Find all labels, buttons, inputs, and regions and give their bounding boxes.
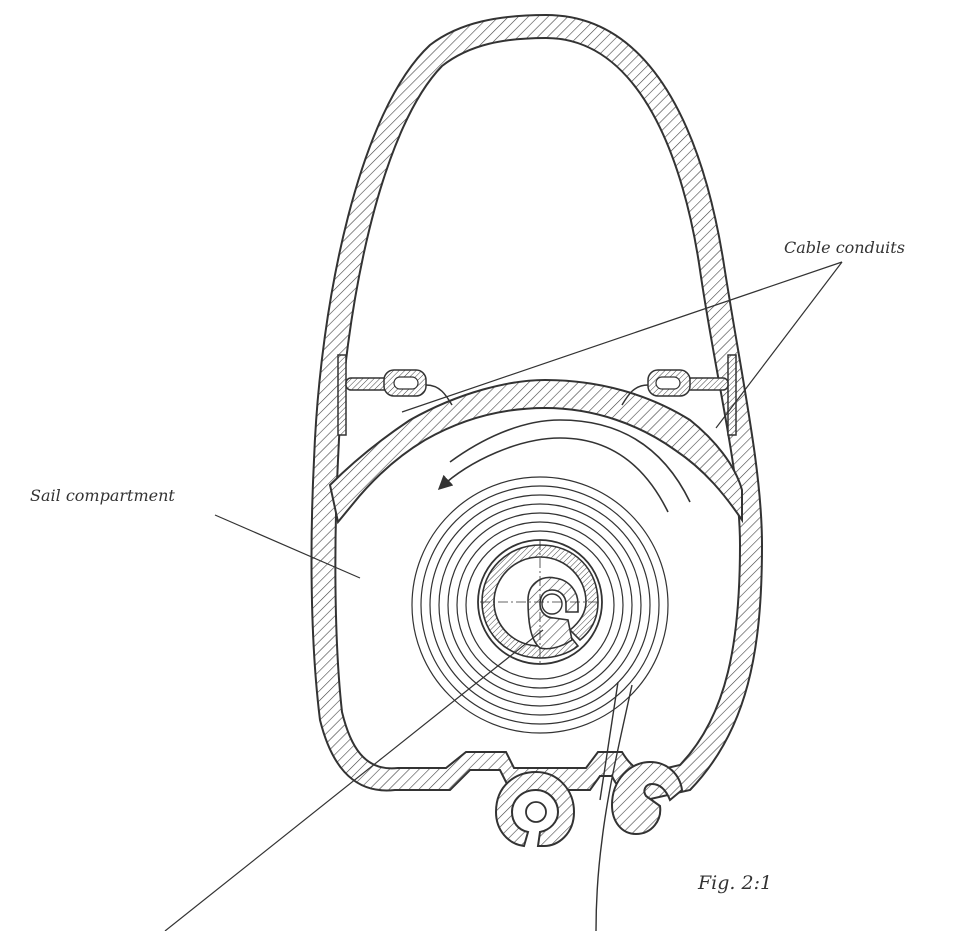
lower-left-track-hook	[494, 770, 576, 848]
furling-mandrel	[477, 539, 603, 665]
leader-mandrel	[164, 629, 544, 931]
sail-exit-path	[595, 681, 633, 931]
figure-caption: Fig. 2:1	[698, 872, 773, 894]
lower-right-track-hook	[610, 760, 684, 836]
sail-compartment-roof	[328, 378, 743, 525]
mast-outer-wall	[310, 13, 764, 802]
leader-sail-compartment	[214, 514, 361, 579]
cable-conduit-right	[621, 354, 737, 436]
rotation-direction-arrow	[437, 419, 691, 513]
leader-cable-conduit-right	[715, 261, 843, 429]
cable-conduits-label: Cable conduits	[784, 238, 905, 257]
rolled-sail-coil	[411, 476, 669, 734]
leader-cable-conduit-left	[401, 261, 843, 413]
cable-conduit-left	[337, 354, 453, 436]
sail-compartment-label: Sail compartment	[30, 486, 175, 505]
leader-lines	[164, 261, 843, 931]
